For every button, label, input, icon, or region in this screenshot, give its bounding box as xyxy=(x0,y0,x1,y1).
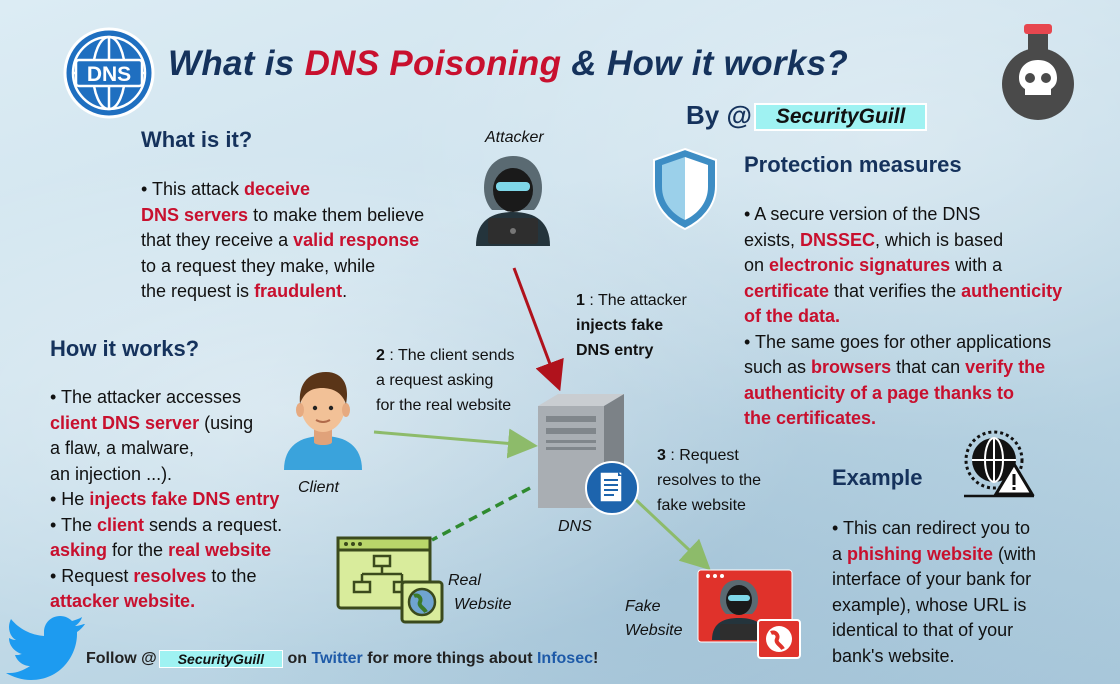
step-3-text: 3 : Request resolves to the fake website xyxy=(657,447,762,514)
byline: By @SecurityGuill xyxy=(686,100,928,132)
ex-line-2: a phishing website (with xyxy=(832,543,1037,564)
prot-line-7: such as browsers that can verify the xyxy=(744,357,1046,377)
dns-globe-icon: DNS xyxy=(63,27,155,119)
how-it-works-heading: How it works? xyxy=(50,336,200,361)
byline-prefix: By @ xyxy=(686,100,752,130)
real-website-icon xyxy=(336,536,444,624)
twitter-link[interactable]: Twitter xyxy=(311,650,363,668)
how-line-5: • He injects fake DNS entry xyxy=(50,489,280,509)
what-line-1: • This attack deceive xyxy=(141,179,311,199)
attacker-hacker-icon xyxy=(476,156,550,246)
client-person-icon xyxy=(284,372,362,470)
fake-website-icon xyxy=(697,569,801,659)
how-line-3: a flaw, a malware, xyxy=(50,438,195,458)
dns-logo-text: DNS xyxy=(87,63,131,86)
ex-line-6: bank's website. xyxy=(832,645,955,666)
how-it-works-text: • The attacker accesses client DNS serve… xyxy=(50,385,282,615)
prot-line-3: on electronic signatures with a xyxy=(744,255,1003,275)
infosec-link: Infosec xyxy=(536,650,593,668)
protection-text: • A secure version of the DNS exists, DN… xyxy=(744,202,1062,432)
footer: Follow @SecurityGuill on Twitter for mor… xyxy=(86,650,599,668)
how-line-9: attacker website. xyxy=(50,591,196,611)
arrow-dns-to-fake xyxy=(634,498,711,571)
protection-heading: Protection measures xyxy=(744,152,962,177)
twitter-bird-icon xyxy=(6,616,85,680)
prot-line-1: • A secure version of the DNS xyxy=(744,204,981,224)
attacker-label: Attacker xyxy=(485,129,544,146)
how-line-2: client DNS server (using xyxy=(50,412,254,433)
globe-warning-icon xyxy=(964,430,1035,498)
prot-line-5: of the data. xyxy=(744,306,841,326)
page-title: What is DNS Poisoning & How it works? xyxy=(168,44,848,84)
dns-label: DNS xyxy=(558,518,592,535)
how-line-4: an injection ...). xyxy=(50,463,173,484)
step-1-text: 1 : The attacker injects fake DNS entry xyxy=(576,292,687,359)
shield-icon xyxy=(653,147,717,231)
ex-line-5: identical to that of your xyxy=(832,620,1014,640)
ex-line-3: interface of your bank for xyxy=(832,569,1032,589)
document-icon xyxy=(585,461,639,515)
how-line-7: asking for the real website xyxy=(50,540,272,560)
ex-line-4: example), whose URL is xyxy=(832,594,1027,615)
poison-flask-skull-icon xyxy=(1002,24,1074,120)
title-highlight: DNS Poisoning xyxy=(304,44,562,83)
what-line-5: the request is fraudulent. xyxy=(141,281,348,301)
dashed-dns-to-real xyxy=(431,486,531,542)
prot-line-8: authenticity of a page thanks to xyxy=(744,382,1015,403)
what-line-4: to a request they make, while xyxy=(141,255,376,276)
author-handle[interactable]: SecurityGuill xyxy=(753,103,928,132)
real-website-label: Real Website xyxy=(448,572,512,613)
example-heading: Example xyxy=(832,465,923,490)
footer-follow: Follow @ xyxy=(86,650,157,668)
client-label: Client xyxy=(298,479,339,496)
footer-handle[interactable]: SecurityGuill xyxy=(158,650,284,668)
dns-server-icon xyxy=(538,394,624,508)
title-part-3: & How it works? xyxy=(561,44,849,83)
what-line-2: DNS servers to make them believe xyxy=(141,204,425,225)
what-line-3: that they receive a valid response xyxy=(141,230,420,250)
prot-line-2: exists, DNSSEC, which is based xyxy=(744,229,1004,250)
prot-line-4: certificate that verifies the authentici… xyxy=(744,280,1063,301)
how-line-1: • The attacker accesses xyxy=(50,387,242,407)
what-is-it-text: • This attack deceive DNS servers to mak… xyxy=(141,177,424,305)
example-text: • This can redirect you to a phishing we… xyxy=(832,516,1036,669)
fake-website-label: Fake Website xyxy=(625,598,683,639)
arrow-client-to-dns xyxy=(373,428,538,459)
ex-line-1: • This can redirect you to xyxy=(832,518,1031,538)
how-line-6: • The client sends a request. xyxy=(50,514,283,535)
how-line-8: • Request resolves to the xyxy=(50,565,257,586)
step-2-text: 2 : The client sends a request asking fo… xyxy=(376,347,515,414)
arrow-attacker-to-dns xyxy=(512,267,564,392)
title-part-1: What is xyxy=(168,44,305,83)
prot-line-6: • The same goes for other applications xyxy=(744,331,1052,352)
what-is-it-heading: What is it? xyxy=(141,127,253,152)
prot-line-9: the certificates. xyxy=(744,408,877,428)
